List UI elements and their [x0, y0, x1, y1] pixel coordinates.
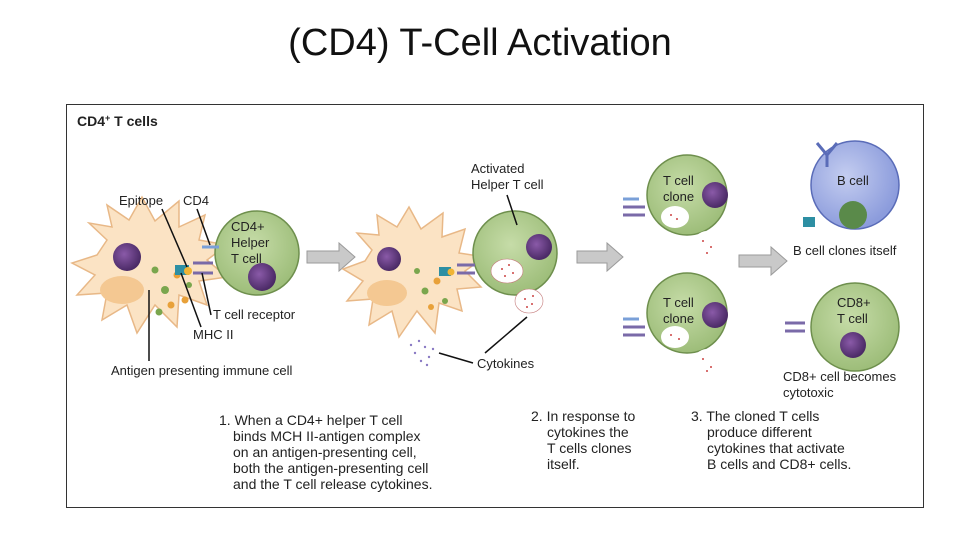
tcr-label: T cell receptor	[213, 307, 296, 322]
caption-1-line-3: on an antigen-presenting cell,	[233, 444, 417, 460]
helper-nucleus	[248, 263, 276, 291]
clone-bottom-label-1: T cell	[663, 295, 694, 310]
slide-title: (CD4) T-Cell Activation	[288, 22, 672, 64]
caption-2: 2. In response to cytokines the T cells …	[531, 408, 636, 472]
arrow-3	[738, 245, 788, 277]
epitope-label: Epitope	[119, 193, 163, 208]
caption-2-line-4: itself.	[547, 456, 580, 472]
caption-1-line-4: both the antigen-presenting cell	[233, 460, 428, 476]
helper-label-1: CD4+	[231, 219, 265, 234]
apc-nucleus	[113, 243, 141, 271]
caption-3-line-4: B cells and CD8+ cells.	[707, 456, 851, 472]
stage1-group: Epitope CD4 CD4+ Helper T cell T cell re…	[70, 193, 300, 378]
mhc-label: MHC II	[193, 327, 233, 342]
cd8-label-2: T cell	[837, 311, 868, 326]
arrow-1	[306, 241, 356, 273]
cd4-leader	[196, 208, 211, 246]
caption-2-line-2: cytokines the	[547, 424, 629, 440]
caption-1: 1. When a CD4+ helper T cell binds MCH I…	[219, 412, 433, 492]
cytokine-cloud-2	[409, 339, 435, 367]
cd4-label: CD4	[183, 193, 209, 208]
antibody-icon	[815, 142, 839, 167]
caption-3-line-2: produce different	[707, 424, 812, 440]
helper-label-3: T cell	[231, 251, 262, 266]
clone-top-label-1: T cell	[663, 173, 694, 188]
caption-3-line-3: cytokines that activate	[707, 440, 845, 456]
t-cell-receptor	[193, 261, 213, 275]
helper-label-2: Helper	[231, 235, 270, 250]
apc-label: Antigen presenting immune cell	[111, 363, 292, 378]
cd8-caption-1: CD8+ cell becomes	[783, 369, 897, 384]
apc2-nucleus	[377, 247, 401, 271]
activated-label-1: Activated	[471, 161, 524, 176]
caption-1-line-5: and the T cell release cytokines.	[233, 476, 433, 492]
diagram-svg: CD4+ T cells Epitope CD4 CD4+ Helper T c…	[70, 113, 900, 492]
cd8-caption-2: cytotoxic	[783, 385, 834, 400]
b-cell-clones-label: B cell clones itself	[793, 243, 897, 258]
mhc-leader	[180, 272, 202, 328]
cytokine-cloud-1	[501, 264, 534, 308]
b-cell-label: B cell	[837, 173, 869, 188]
clone-top-label-2: clone	[663, 189, 694, 204]
epitope-leader	[161, 208, 188, 268]
caption-2-line-3: T cells clones	[547, 440, 632, 456]
cd8-label-1: CD8+	[837, 295, 871, 310]
tcr-leader	[201, 272, 212, 316]
b-cell	[810, 140, 900, 230]
stage3-group: T cell clone T cell clone B cell B cell …	[623, 140, 900, 400]
caption-3-line-1: 3. The cloned T cells	[691, 408, 819, 424]
arrow-2	[576, 241, 624, 273]
clone-bottom-label-2: clone	[663, 311, 694, 326]
cytokine-cloud-3	[670, 214, 712, 372]
caption-3: 3. The cloned T cells produce different …	[691, 408, 851, 472]
caption-1-line-1: 1. When a CD4+ helper T cell	[219, 412, 403, 428]
cd4-helper-cell	[214, 210, 300, 296]
mhc-complex	[175, 265, 189, 275]
stage2-group: Activated Helper T cell Cytokines	[341, 161, 558, 371]
activated-label-2: Helper T cell	[471, 177, 544, 192]
cd8-t-cell	[810, 282, 900, 372]
diagram-heading: CD4+ T cells	[77, 113, 158, 129]
epitope-dot	[184, 267, 192, 275]
apc-granule	[100, 276, 144, 304]
caption-2-line-1: 2. In response to	[531, 408, 636, 424]
cytokines-label: Cytokines	[477, 356, 535, 371]
diagram-panel: CD4+ T cells Epitope CD4 CD4+ Helper T c…	[66, 104, 924, 508]
b-cell-nucleus	[839, 201, 867, 229]
caption-1-line-2: binds MCH II-antigen complex	[233, 428, 421, 444]
